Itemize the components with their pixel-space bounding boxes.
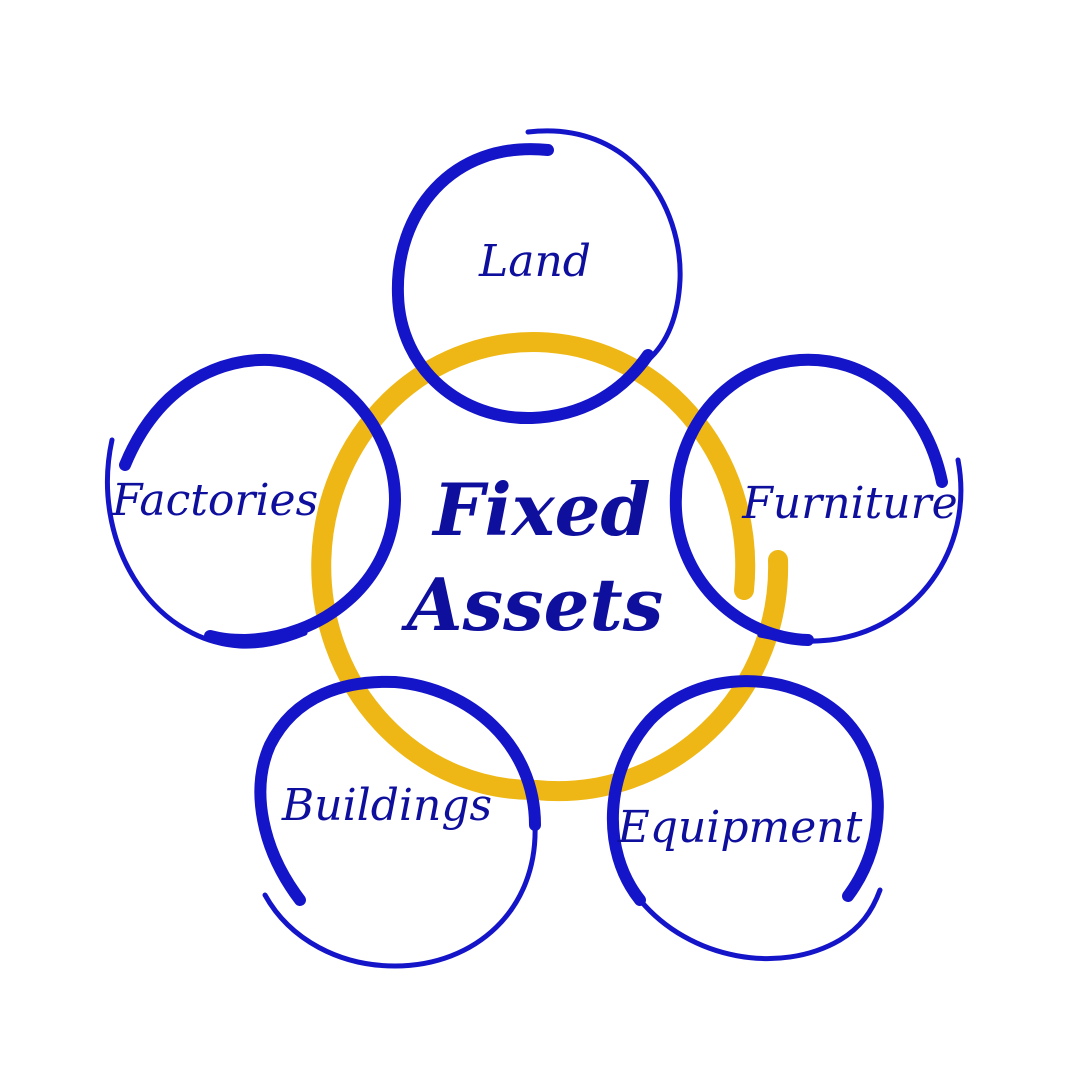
ring-factories	[105, 353, 402, 649]
center-label-line2: Assets	[401, 562, 664, 647]
center-label-line1: Fixed	[431, 467, 651, 552]
label-furniture: Furniture	[741, 478, 957, 529]
label-buildings: Buildings	[281, 780, 492, 831]
ring-furniture	[669, 353, 964, 646]
label-land: Land	[478, 236, 591, 287]
ring-buildings	[254, 675, 541, 969]
center-ring	[311, 332, 789, 802]
ring-land	[391, 128, 683, 425]
ring-equipment	[606, 675, 884, 962]
label-factories: Factories	[111, 475, 318, 526]
label-equipment: Equipment	[617, 802, 863, 853]
